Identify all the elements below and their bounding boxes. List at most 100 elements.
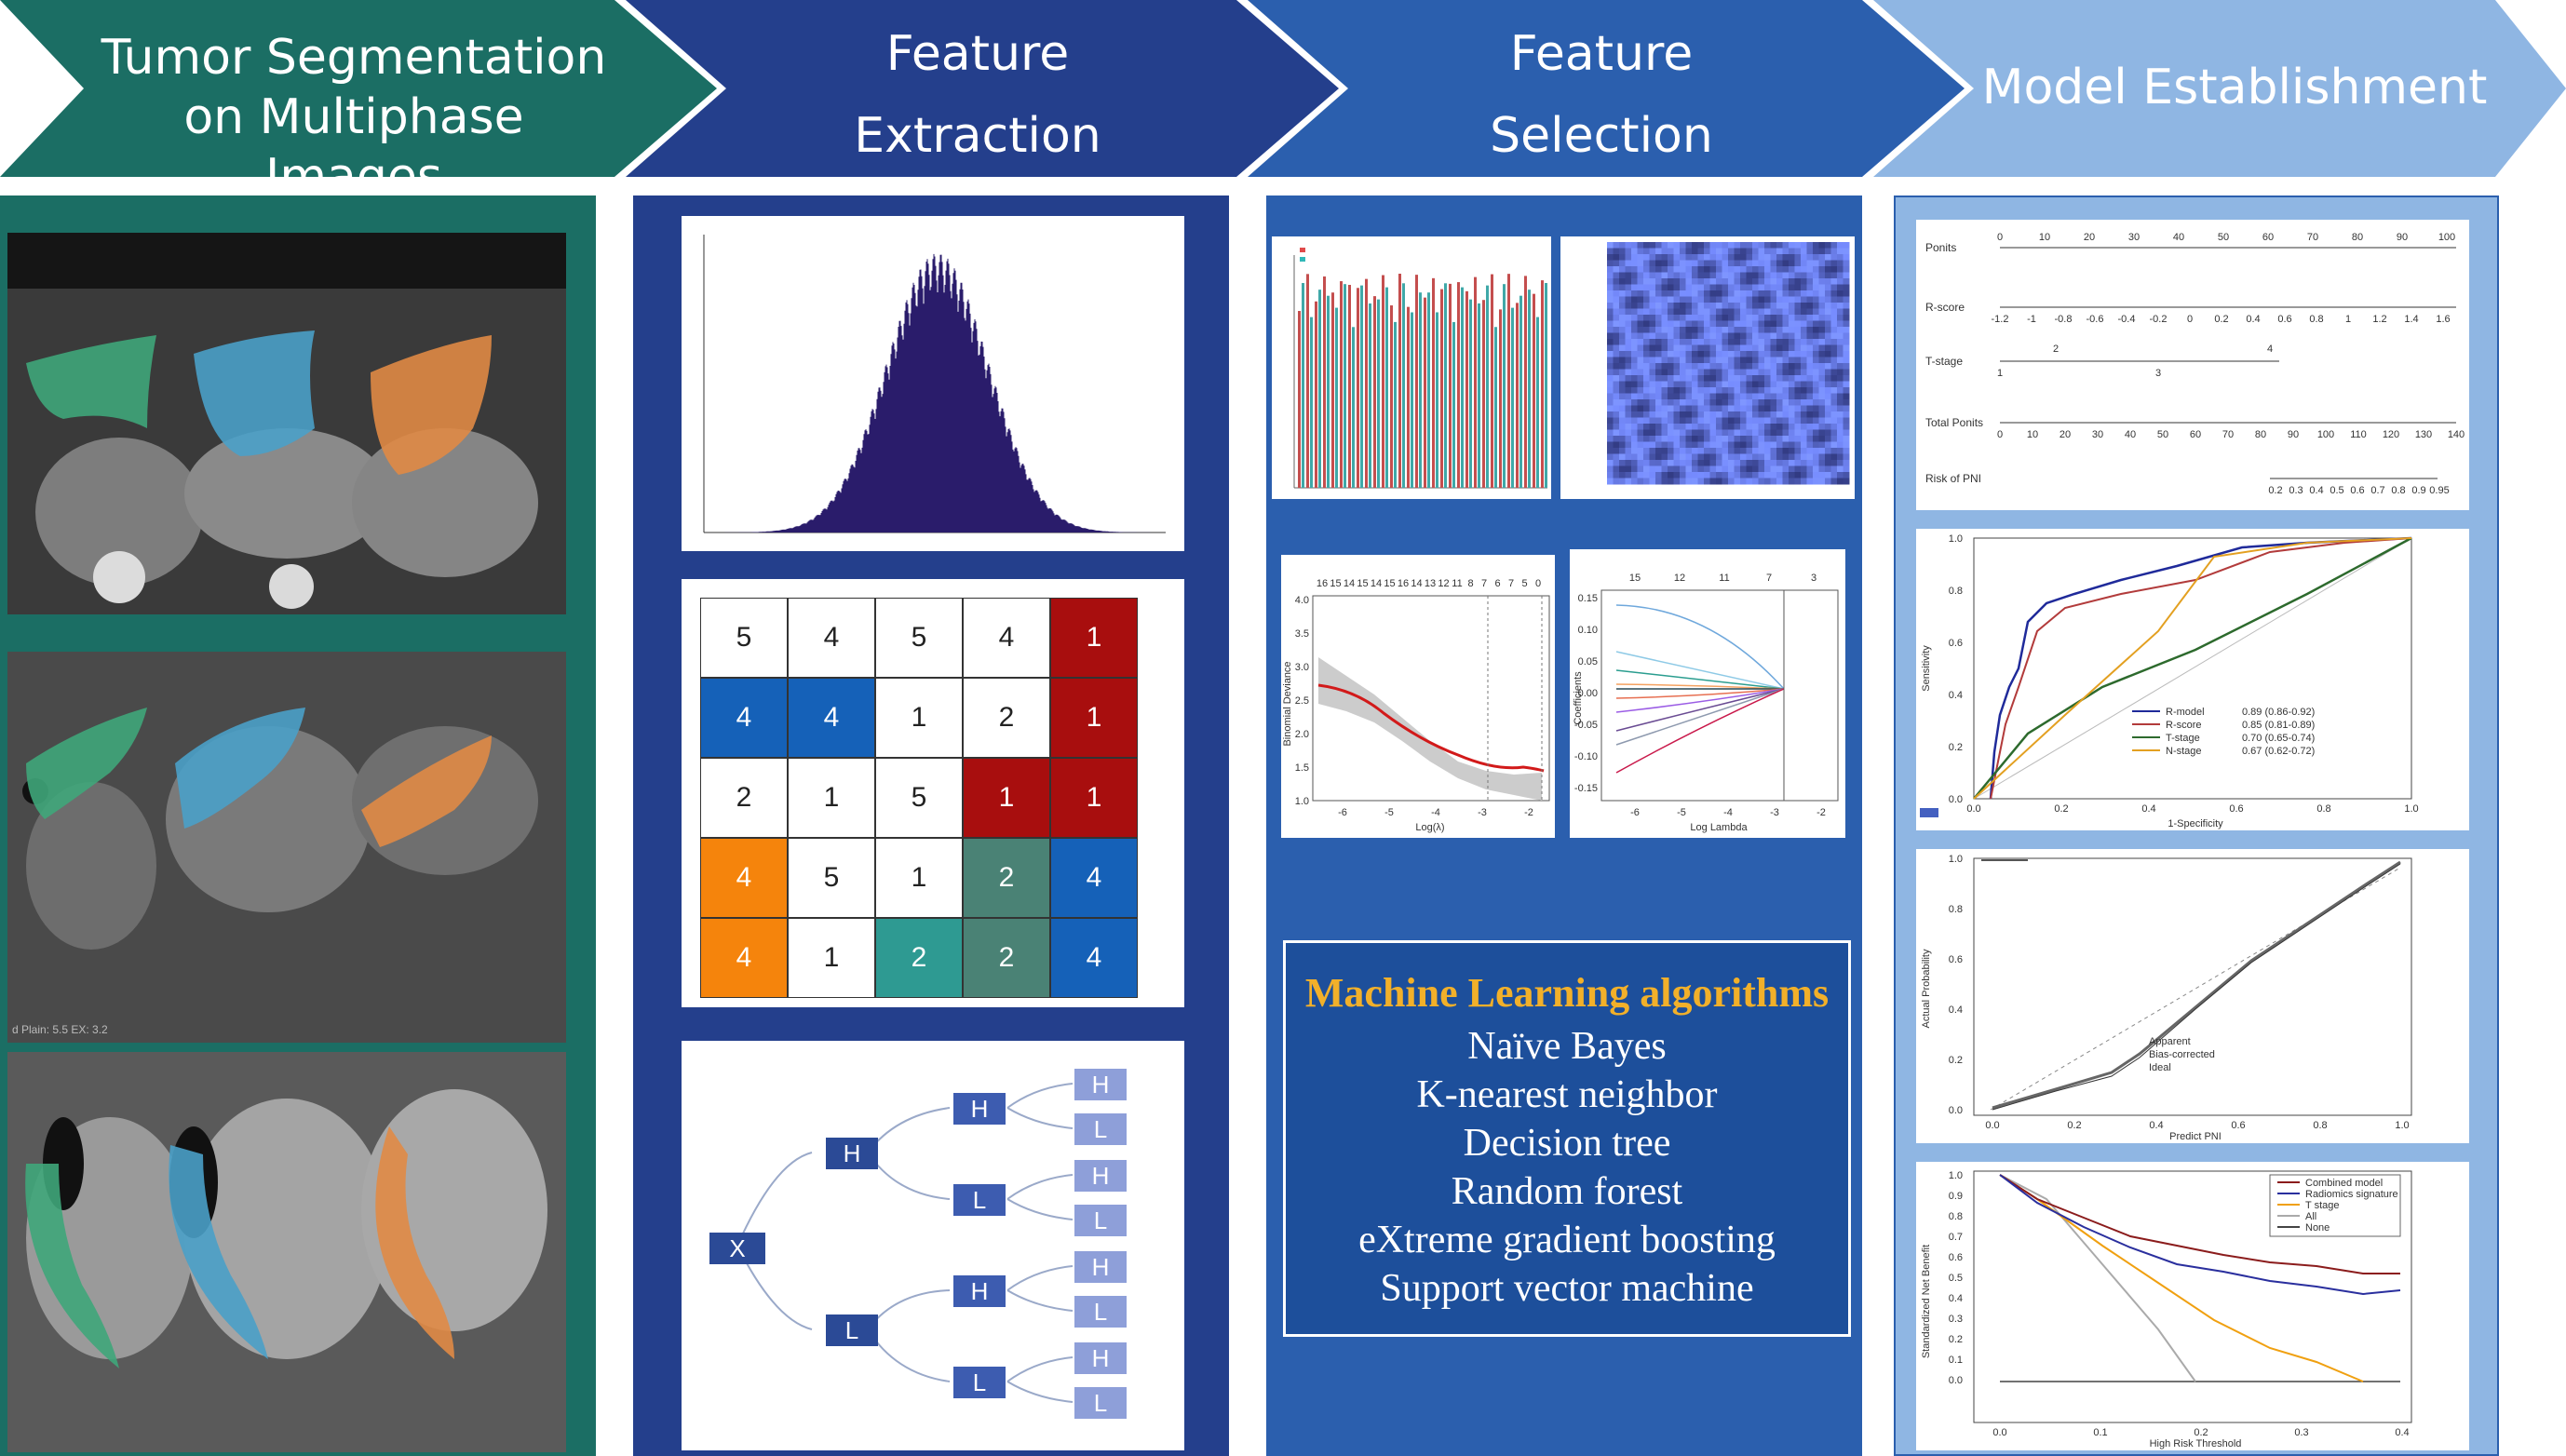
heatmap-cell xyxy=(1837,332,1843,340)
heatmap-cell xyxy=(1722,405,1729,412)
heatmap-cell xyxy=(1728,381,1735,388)
heatmap-cell xyxy=(1655,290,1662,297)
heatmap-cell xyxy=(1607,248,1614,255)
heatmap-cell xyxy=(1813,478,1819,485)
heatmap-cell xyxy=(1643,465,1650,473)
heatmap-cell xyxy=(1619,315,1626,321)
heatmap-cell xyxy=(1655,478,1662,485)
heatmap-cell xyxy=(1607,296,1614,303)
heatmap-cell xyxy=(1704,308,1710,316)
heatmap-cell xyxy=(1625,344,1632,352)
heatmap-cell xyxy=(1843,453,1850,461)
heatmap-cell xyxy=(1794,266,1802,273)
heatmap-cell xyxy=(1801,332,1807,340)
heatmap-cell xyxy=(1794,278,1802,285)
calibration-svg: Actual Probability Predict PNI 0.00.00.2… xyxy=(1921,854,2412,1142)
heatmap-cell xyxy=(1789,441,1795,449)
heatmap-cell xyxy=(1776,429,1783,437)
heatmap-cell xyxy=(1806,369,1814,376)
heatmap-cell xyxy=(1830,260,1838,267)
heatmap-cell xyxy=(1704,381,1710,388)
heatmap-cell xyxy=(1770,278,1777,285)
heatmap-cell xyxy=(1764,266,1771,273)
feature-bar xyxy=(1507,274,1510,488)
heatmap-cell xyxy=(1734,472,1741,479)
heatmap-cell xyxy=(1740,424,1747,430)
heatmap-cell xyxy=(1837,381,1843,388)
heatmap-cell xyxy=(1801,453,1807,461)
heatmap-cell xyxy=(1830,411,1838,418)
heatmap-cell xyxy=(1776,441,1783,449)
heatmap-cell xyxy=(1801,351,1807,357)
heatmap-cell xyxy=(1619,460,1626,466)
heatmap-cell xyxy=(1625,357,1632,364)
step1-line1: Tumor Segmentation xyxy=(101,30,607,86)
heatmap-cell xyxy=(1661,436,1668,442)
heatmap-cell xyxy=(1801,242,1807,249)
heatmap-cell xyxy=(1668,441,1674,449)
heatmap-cell xyxy=(1668,327,1674,333)
heatmap-cell xyxy=(1776,344,1783,352)
feature-bar xyxy=(1302,283,1304,488)
heatmap-cell xyxy=(1685,266,1693,273)
heatmap-cell xyxy=(1697,393,1705,400)
feature-bar xyxy=(1427,292,1430,488)
heatmap-cell xyxy=(1770,453,1777,461)
heatmap-cell xyxy=(1825,411,1831,418)
nomogram-rscore-tick: 0.4 xyxy=(2246,314,2260,325)
heatmap-cell xyxy=(1752,399,1759,406)
heatmap-cell xyxy=(1619,424,1626,430)
calibration-y-tick: 0.8 xyxy=(1949,904,1963,915)
matrix-cell: 2 xyxy=(875,918,963,998)
heatmap-cell xyxy=(1825,303,1831,309)
heatmap-cell xyxy=(1770,339,1777,345)
heatmap-cell xyxy=(1709,411,1717,418)
nomogram-total-tick: 130 xyxy=(2415,429,2432,440)
heatmap-cell xyxy=(1709,296,1717,303)
heatmap-cell xyxy=(1680,260,1686,267)
heatmap-cell xyxy=(1746,344,1753,352)
heatmap-cell xyxy=(1843,357,1850,364)
heatmap-cell xyxy=(1704,387,1710,394)
heatmap-cell xyxy=(1643,308,1650,316)
heatmap-cell xyxy=(1752,369,1759,376)
heatmap-cell xyxy=(1843,387,1850,394)
heatmap-cell xyxy=(1625,242,1632,249)
heatmap-cell xyxy=(1794,344,1802,352)
heatmap-cell xyxy=(1843,278,1850,285)
heatmap-cell xyxy=(1801,303,1807,309)
nomogram-rscore-tick: -1 xyxy=(2027,314,2036,325)
heatmap-cell xyxy=(1692,417,1698,425)
feature-bar xyxy=(1457,282,1460,488)
heatmap-cell xyxy=(1843,448,1850,454)
heatmap-cell xyxy=(1613,290,1620,297)
heatmap-cell xyxy=(1740,320,1747,328)
heatmap-cell xyxy=(1649,296,1656,303)
dca-legend-name: None xyxy=(2305,1222,2330,1234)
nomogram-row-label: R-score xyxy=(1925,301,1965,314)
heatmap-cell xyxy=(1680,399,1686,406)
heatmap-cell xyxy=(1770,375,1777,382)
heatmap-cell xyxy=(1746,260,1753,267)
heatmap-cell xyxy=(1697,387,1705,394)
feature-bar xyxy=(1327,295,1330,488)
heatmap-cell xyxy=(1782,460,1789,466)
heatmap-cell xyxy=(1619,465,1626,473)
step1-label: Tumor Segmentation on Multiphase Images xyxy=(93,28,614,207)
heatmap-cell xyxy=(1619,369,1626,376)
heatmap-cell xyxy=(1801,254,1807,261)
heatmap-cell xyxy=(1692,357,1698,364)
roc-y-tick: 0.2 xyxy=(1949,742,1963,753)
lasso2-x-tick: -4 xyxy=(1723,807,1733,818)
feature-bar xyxy=(1545,283,1547,488)
feature-bar xyxy=(1411,312,1413,488)
matrix-cell: 2 xyxy=(963,678,1050,758)
heatmap-cell xyxy=(1789,375,1795,382)
feature-bar xyxy=(1407,306,1410,488)
heatmap-cell xyxy=(1716,375,1722,382)
matrix-cell: 4 xyxy=(700,838,788,918)
heatmap-cell xyxy=(1643,332,1650,340)
heatmap-cell xyxy=(1794,417,1802,425)
heatmap-cell xyxy=(1631,448,1638,454)
